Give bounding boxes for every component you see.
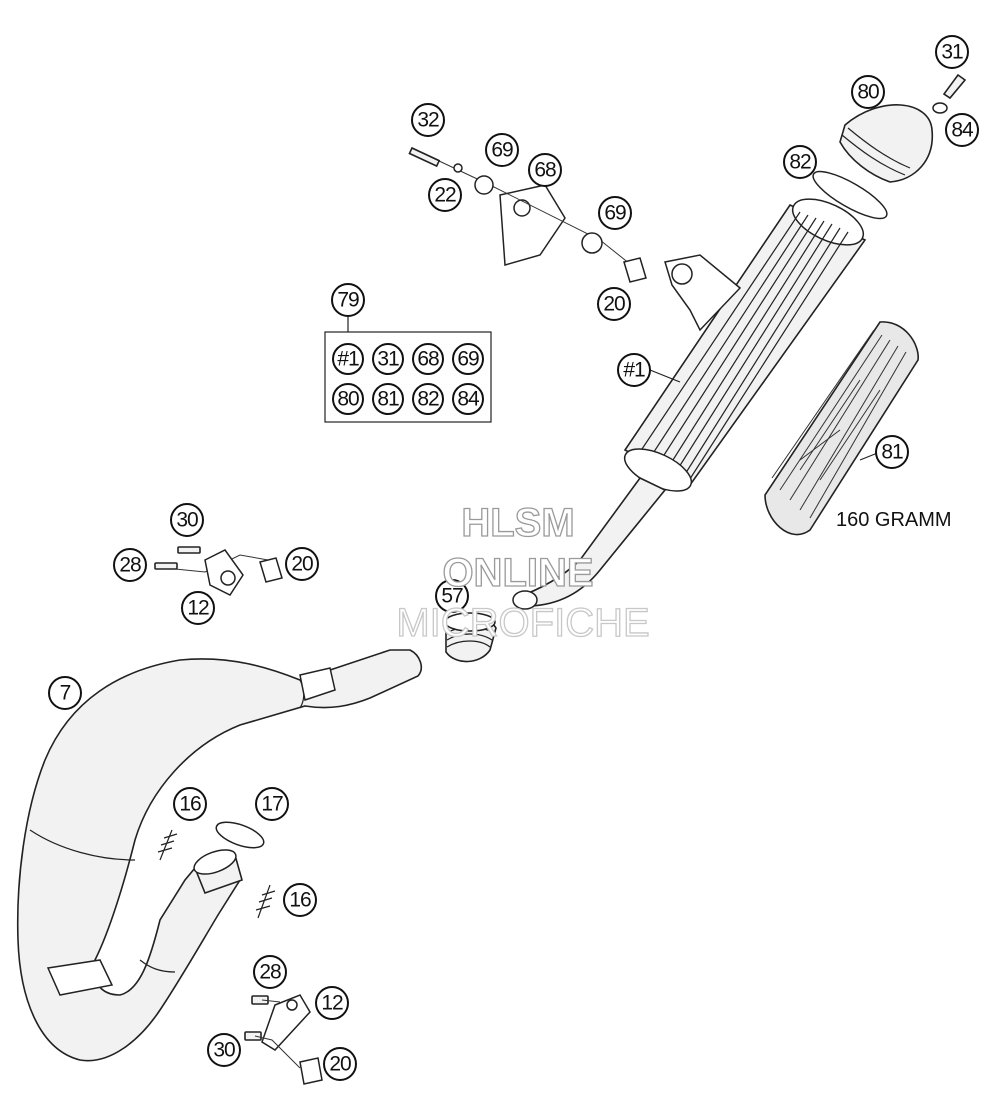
kit-label: 31 bbox=[377, 348, 399, 371]
exhaust-header-pipe bbox=[16, 649, 422, 1062]
callout-16-a: 16 bbox=[173, 787, 207, 821]
mounting-bracket-hardware bbox=[408, 146, 647, 283]
callout-80-top: 80 bbox=[851, 75, 885, 109]
svg-text:#1: #1 bbox=[623, 359, 645, 382]
svg-text:12: 12 bbox=[187, 597, 209, 620]
kit-callout-31: 31 bbox=[372, 343, 404, 375]
svg-text:30: 30 bbox=[213, 1039, 235, 1062]
kit-callout-1: #1 bbox=[332, 343, 364, 375]
svg-text:57: 57 bbox=[441, 585, 463, 608]
callout-28-mid: 28 bbox=[113, 548, 147, 582]
svg-text:MICROFICHE: MICROFICHE bbox=[396, 601, 649, 645]
callout-32: 32 bbox=[411, 103, 445, 137]
kit-label: 80 bbox=[337, 388, 359, 411]
svg-text:12: 12 bbox=[321, 992, 343, 1015]
svg-text:20: 20 bbox=[603, 293, 625, 316]
svg-text:81: 81 bbox=[881, 441, 903, 464]
connector-sleeve bbox=[444, 612, 497, 663]
springs-and-ring bbox=[157, 821, 276, 919]
svg-text:28: 28 bbox=[259, 961, 281, 984]
kit-label: #1 bbox=[337, 348, 359, 371]
kit-label: 68 bbox=[417, 348, 439, 371]
svg-text:30: 30 bbox=[176, 509, 198, 532]
callout-79: 79 bbox=[331, 283, 365, 317]
svg-text:68: 68 bbox=[534, 159, 556, 182]
callout-17: 17 bbox=[255, 787, 289, 821]
silencer-packing bbox=[764, 321, 919, 536]
callout-31-top: 31 bbox=[935, 35, 969, 69]
kit-label: 82 bbox=[417, 388, 439, 411]
svg-text:31: 31 bbox=[941, 41, 963, 64]
callout-69-b: 69 bbox=[598, 196, 632, 230]
svg-text:28: 28 bbox=[119, 554, 141, 577]
callout-81: 81 bbox=[875, 435, 909, 469]
svg-text:69: 69 bbox=[604, 202, 626, 225]
callout-12-bot: 12 bbox=[315, 986, 349, 1020]
svg-text:69: 69 bbox=[491, 139, 513, 162]
svg-text:7: 7 bbox=[60, 682, 71, 705]
end-cap-gasket bbox=[812, 170, 888, 220]
callout-84-top: 84 bbox=[945, 113, 979, 147]
svg-text:80: 80 bbox=[857, 81, 879, 104]
kit-label: 84 bbox=[457, 388, 480, 411]
callout-57: 57 bbox=[435, 579, 469, 613]
callout-12-mid: 12 bbox=[181, 591, 215, 625]
svg-text:HLSM: HLSM bbox=[461, 501, 574, 545]
kit-label: 81 bbox=[377, 388, 399, 411]
svg-text:22: 22 bbox=[434, 184, 456, 207]
silencer bbox=[512, 198, 867, 610]
svg-text:20: 20 bbox=[329, 1053, 351, 1076]
svg-text:20: 20 bbox=[291, 553, 313, 576]
callout-20-bot: 20 bbox=[323, 1047, 357, 1081]
pipe-holder-mid bbox=[154, 546, 283, 596]
kit-callout-69: 69 bbox=[452, 343, 484, 375]
svg-text:17: 17 bbox=[261, 793, 283, 816]
callout-68: 68 bbox=[528, 153, 562, 187]
callout-20-mid: 20 bbox=[285, 547, 319, 581]
callout-30-bot: 30 bbox=[207, 1033, 241, 1067]
callout-28-bot: 28 bbox=[253, 955, 287, 989]
packing-weight-note: 160 GRAMM bbox=[836, 509, 952, 531]
svg-text:16: 16 bbox=[179, 793, 201, 816]
kit-callout-82: 82 bbox=[412, 383, 444, 415]
svg-text:32: 32 bbox=[417, 109, 439, 132]
silencer-end-cap bbox=[839, 104, 934, 183]
svg-text:82: 82 bbox=[789, 151, 811, 174]
callout-22: 22 bbox=[428, 178, 462, 212]
kit-callout-80: 80 bbox=[332, 383, 364, 415]
callout-7: 7 bbox=[48, 676, 82, 710]
callout-30-mid: 30 bbox=[170, 503, 204, 537]
watermark: HLSM ONLINE MICROFICHE bbox=[396, 500, 651, 645]
callout-82-top: 82 bbox=[783, 145, 817, 179]
svg-text:84: 84 bbox=[951, 119, 974, 142]
svg-text:ONLINE: ONLINE bbox=[442, 551, 593, 595]
kit-callout-81: 81 bbox=[372, 383, 404, 415]
callout-1-main: #1 bbox=[617, 353, 651, 387]
kit-contents-box: #1 31 68 69 80 81 82 84 bbox=[324, 331, 492, 423]
svg-text:16: 16 bbox=[289, 889, 311, 912]
kit-callout-84: 84 bbox=[452, 383, 484, 415]
svg-text:79: 79 bbox=[337, 289, 359, 312]
callout-20-top: 20 bbox=[597, 287, 631, 321]
end-cap-screw bbox=[932, 73, 967, 114]
pipe-holder-bottom bbox=[244, 994, 323, 1085]
kit-label: 69 bbox=[457, 348, 479, 371]
callout-16-b: 16 bbox=[283, 883, 317, 917]
callout-69-a: 69 bbox=[485, 133, 519, 167]
kit-callout-68: 68 bbox=[412, 343, 444, 375]
